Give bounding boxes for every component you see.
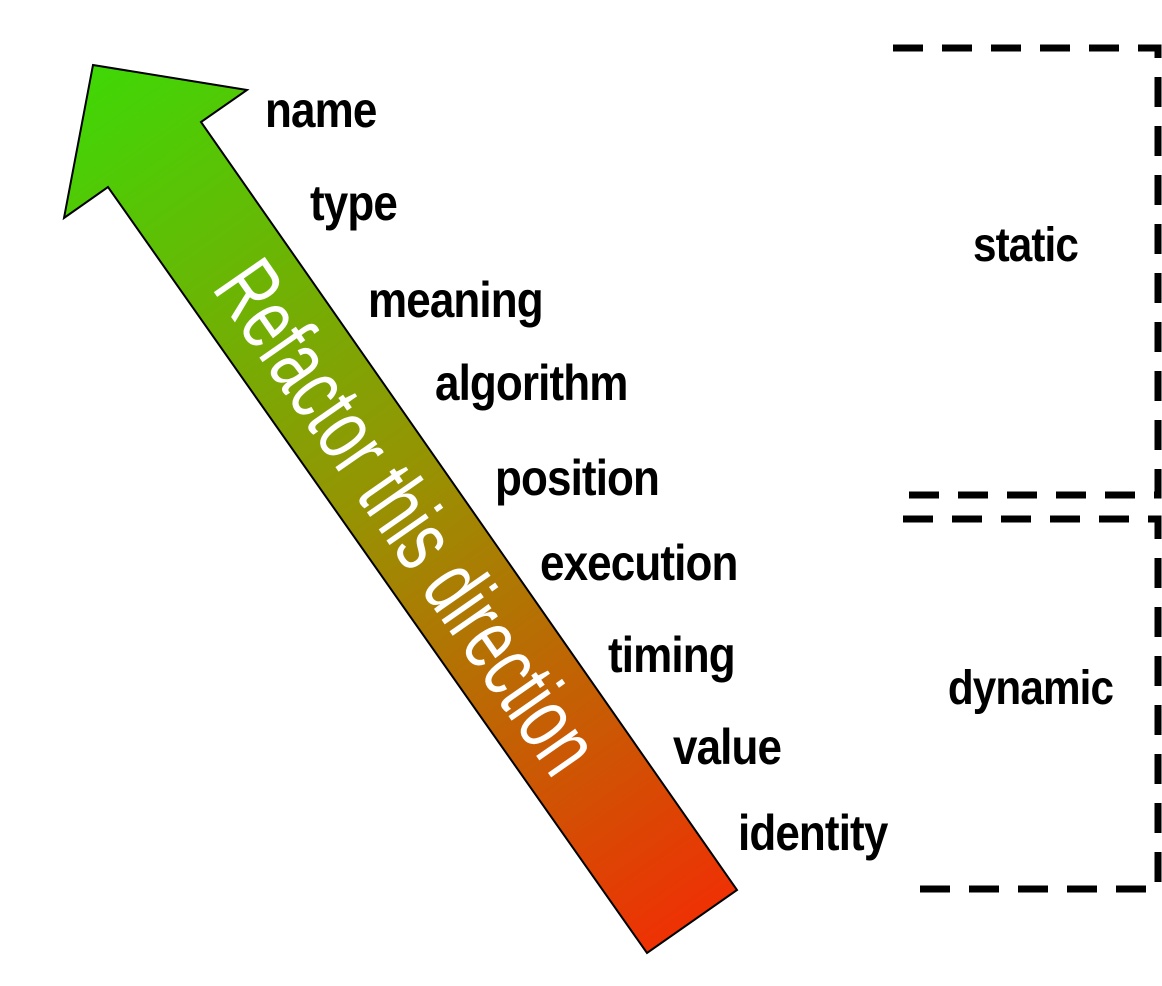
property-label-meaning: meaning	[368, 272, 544, 328]
property-label-position: position	[495, 450, 660, 506]
property-label-timing: timing	[608, 627, 736, 683]
static-group-bracket	[893, 44, 1162, 499]
property-label-value: value	[673, 719, 782, 775]
dynamic-group-label: dynamic	[947, 662, 1114, 715]
property-label-type: type	[310, 175, 398, 231]
property-label-identity: identity	[738, 805, 888, 861]
refactor-arrow	[62, 63, 739, 955]
property-label-name: name	[265, 82, 377, 138]
dynamic-group-bracket	[903, 515, 1162, 893]
static-group-label: static	[972, 219, 1079, 272]
property-label-execution: execution	[540, 535, 738, 591]
property-label-algorithm: algorithm	[435, 355, 628, 411]
